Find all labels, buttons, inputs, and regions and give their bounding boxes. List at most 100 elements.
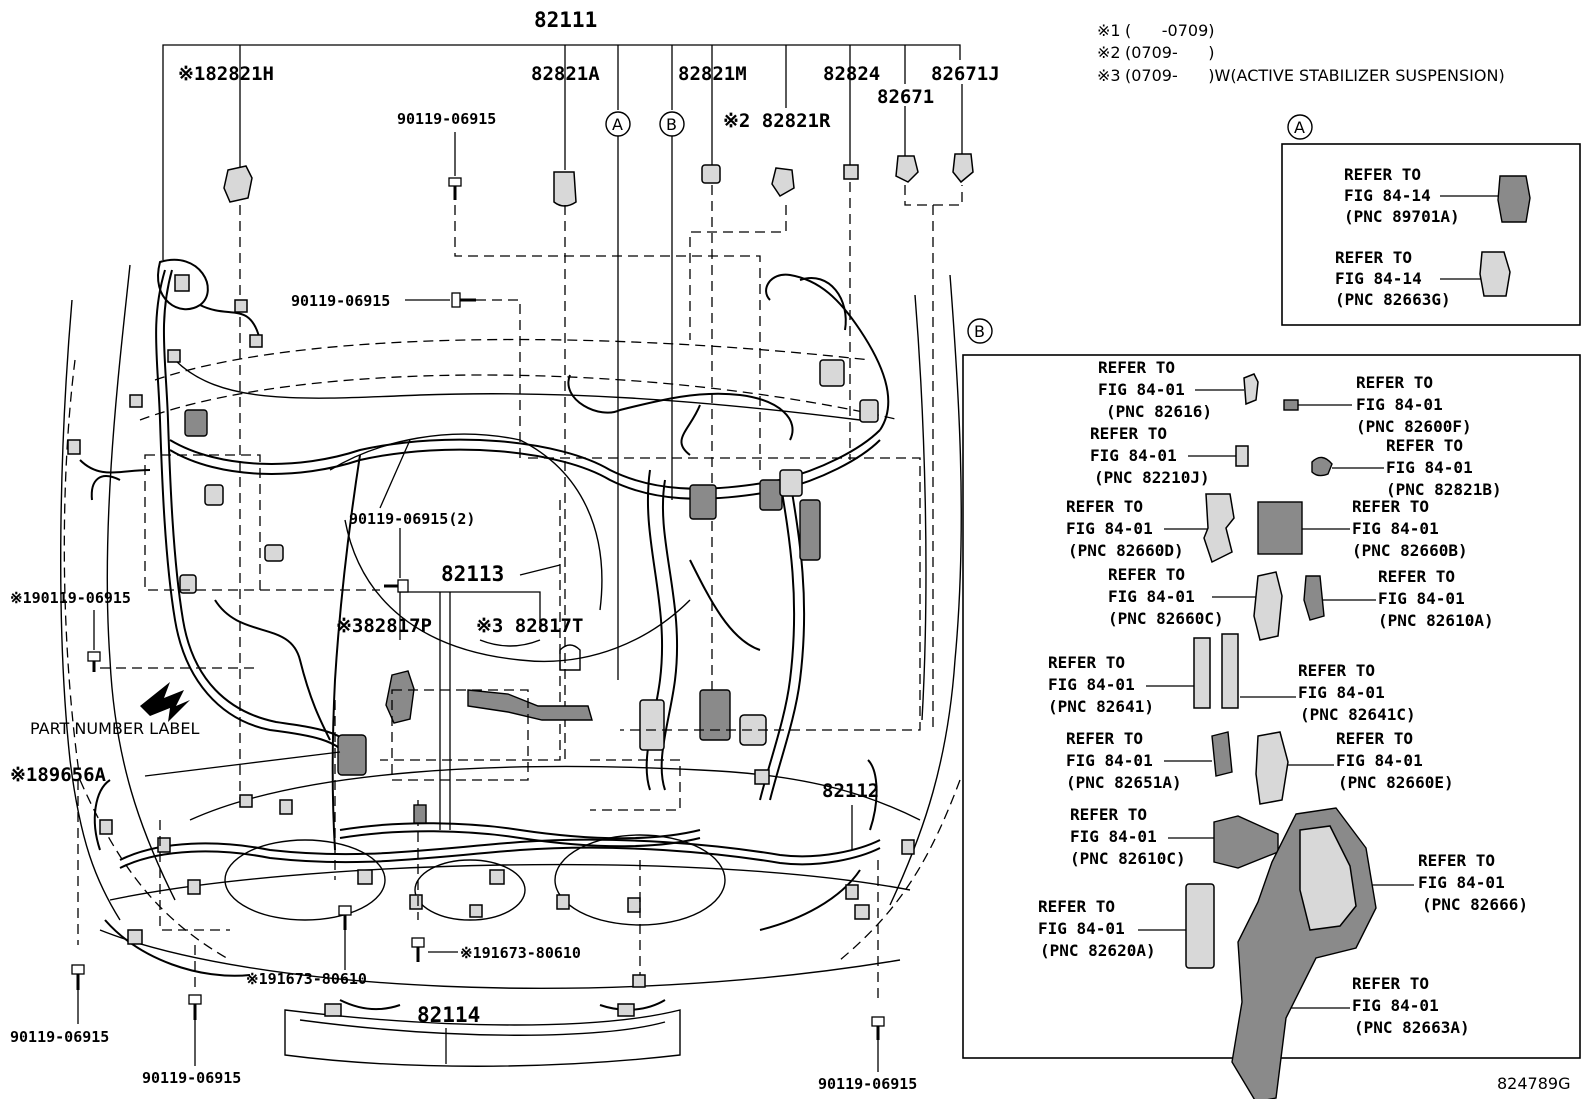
ref-line-2: FIG 84-01	[1298, 683, 1385, 702]
callout-82113: 82113	[441, 562, 504, 586]
ref-line-2: FIG 84-01	[1066, 751, 1153, 770]
ref-line-3: (PNC 82660C)	[1108, 609, 1224, 628]
fuse-block-icon	[1221, 633, 1239, 709]
connector-82821H-icon	[223, 165, 253, 203]
top-connectors	[223, 62, 974, 800]
ref-line-2: FIG 84-01	[1418, 873, 1505, 892]
ref-line-3: (PNC 82660B)	[1352, 541, 1468, 560]
ref-line-2: FIG 84-01	[1070, 827, 1157, 846]
panel-b-marker-text: B	[974, 322, 985, 341]
note-3-mark: ※3	[1097, 66, 1121, 85]
ref-line-3: (PNC 82660D)	[1068, 541, 1184, 560]
callout-82817T: ※3 82817T	[476, 615, 583, 637]
callout-82821R: ※2 82821R	[723, 110, 831, 132]
ref-line-3: (PNC 82210J)	[1094, 468, 1210, 487]
bolt-icon	[448, 177, 462, 200]
ref-line-1: REFER TO	[1066, 729, 1143, 748]
panel-b-ref-82616: REFER TO FIG 84-01 (PNC 82616)	[1098, 358, 1259, 421]
ref-line-3: (PNC 82641)	[1048, 697, 1154, 716]
panel-b-ref-82660E: REFER TO FIG 84-01 (PNC 82660E)	[1255, 729, 1454, 805]
ref-line-3: (PNC 82610A)	[1378, 611, 1494, 630]
panel-b-ref-82660C: REFER TO FIG 84-01 (PNC 82660C)	[1108, 565, 1283, 641]
ref-line-2: FIG 84-14	[1344, 186, 1431, 205]
left-callouts: 90119-06915 90119-06915(2) ※190119-06915…	[10, 292, 917, 1093]
panel-b-ref-82610A: REFER TO FIG 84-01 (PNC 82610A)	[1303, 567, 1494, 630]
clip-icon	[411, 937, 425, 962]
ref-line-3: (PNC 82620A)	[1040, 941, 1156, 960]
fuse-icon	[1283, 399, 1299, 411]
ref-line-3: (PNC 82663A)	[1354, 1018, 1470, 1037]
bracket-82817T-icon	[467, 689, 593, 721]
bracket-icon	[1479, 251, 1511, 297]
connector-82671J-icon	[952, 153, 974, 184]
connector-82824-icon	[843, 164, 859, 180]
ref-line-1: REFER TO	[1335, 248, 1412, 267]
callout-bolt-4: ※190119-06915	[10, 589, 131, 607]
ref-line-3: (PNC 82663G)	[1335, 290, 1451, 309]
ecu-icon	[1185, 883, 1215, 969]
relay-icon	[1303, 575, 1325, 621]
bolt-icon	[188, 994, 202, 1020]
panel-a-ref-2: REFER TO FIG 84-14 (PNC 82663G)	[1335, 248, 1511, 309]
callout-82824: 82824	[823, 63, 880, 85]
note-2-text: (0709- )	[1125, 43, 1215, 62]
panel-a-marker-text: A	[1294, 118, 1305, 137]
callout-82671J: 82671J	[931, 63, 1000, 85]
harness-82111-bracket: 82111	[162, 8, 961, 260]
ref-line-2: FIG 84-01	[1352, 996, 1439, 1015]
relay-icon	[1235, 445, 1249, 467]
callout-bolt-2: 90119-06915	[291, 292, 390, 310]
arrow-icon	[140, 682, 190, 722]
connector-82821R-icon	[771, 167, 795, 197]
callout-82111: 82111	[534, 8, 597, 32]
ref-line-1: REFER TO	[1038, 897, 1115, 916]
clip-icon	[1311, 456, 1333, 477]
callout-clip-91673-b: ※191673-80610	[246, 970, 367, 988]
callout-82114: 82114	[417, 1003, 480, 1027]
harness-82113: 82113 ※382817P ※3 82817T	[336, 562, 701, 848]
note-1-text: ( -0709)	[1125, 21, 1215, 40]
relay-icon	[1213, 815, 1279, 869]
ref-line-2: FIG 84-01	[1352, 519, 1439, 538]
panel-b-ref-82821B: REFER TO FIG 84-01 (PNC 82821B)	[1311, 436, 1502, 499]
callout-clip-91673-a: ※191673-80610	[460, 944, 581, 962]
ref-line-2: FIG 84-01	[1098, 380, 1185, 399]
bolt-icon	[71, 964, 85, 990]
relay-icon	[1243, 373, 1259, 406]
junction-block-icon	[1203, 493, 1235, 564]
bolt-icon	[87, 651, 101, 672]
ref-line-1: REFER TO	[1048, 653, 1125, 672]
connector-82671-icon	[895, 155, 919, 183]
panel-a: A REFER TO FIG 84-14 (PNC 89701A) REFER …	[1281, 114, 1581, 326]
callout-82817P: ※382817P	[336, 615, 432, 637]
circle-marker-a-text: A	[612, 115, 623, 134]
panel-a-ref-1: REFER TO FIG 84-14 (PNC 89701A)	[1344, 165, 1531, 226]
callout-89656A: ※189656A	[10, 764, 107, 786]
ref-line-3: (PNC 82641C)	[1300, 705, 1416, 724]
relay-icon	[1211, 731, 1233, 777]
ref-line-1: REFER TO	[1098, 358, 1175, 377]
panel-b-ref-82641: REFER TO FIG 84-01 (PNC 82641)	[1048, 637, 1211, 716]
panel-b-ref-82666: REFER TO FIG 84-01 (PNC 82666)	[1362, 851, 1528, 914]
ref-line-2: FIG 84-01	[1038, 919, 1125, 938]
ref-line-3: (PNC 82660E)	[1338, 773, 1454, 792]
callout-bolt-1: 90119-06915	[397, 110, 496, 128]
harness-connectors	[67, 274, 915, 1017]
circle-marker-b-text: B	[666, 115, 677, 134]
ref-line-1: REFER TO	[1418, 851, 1495, 870]
note-2-mark: ※2	[1097, 43, 1121, 62]
ref-line-2: FIG 84-01	[1336, 751, 1423, 770]
ref-line-1: REFER TO	[1336, 729, 1413, 748]
ref-line-3: (PNC 82616)	[1106, 402, 1212, 421]
panel-b-ref-82663A: REFER TO FIG 84-01 (PNC 82663A)	[1290, 974, 1470, 1037]
panel-a-marker	[1287, 114, 1313, 140]
note-3-text: (0709- )W(ACTIVE STABILIZER SUSPENSION)	[1125, 66, 1505, 85]
panel-b-ref-82660B: REFER TO FIG 84-01 (PNC 82660B)	[1257, 497, 1468, 560]
callout-bolt-3: 90119-06915(2)	[349, 510, 475, 528]
junction-block-icon	[1253, 571, 1283, 641]
relay-box-icon	[1497, 175, 1531, 223]
top-callouts: ※182821H 82821A 82821M 82824 82671J 8267…	[178, 63, 1000, 680]
callout-82671: 82671	[877, 86, 934, 108]
ref-line-3: (PNC 82610C)	[1070, 849, 1186, 868]
